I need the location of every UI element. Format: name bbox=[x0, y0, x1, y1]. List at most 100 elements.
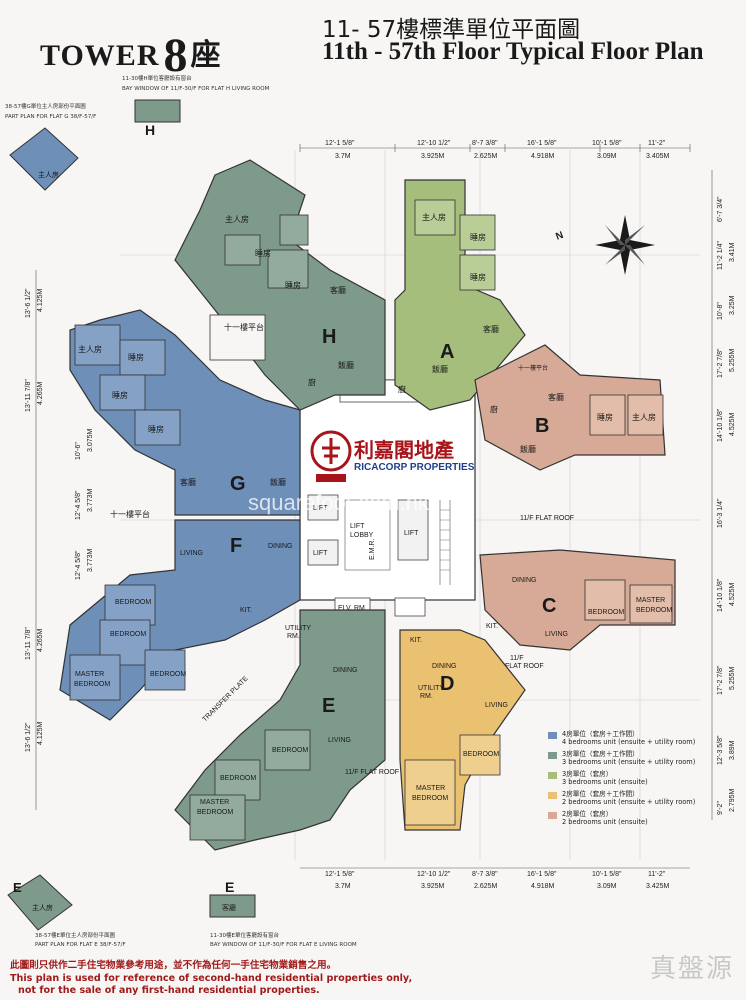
lift-lobby-label-2: LOBBY bbox=[350, 532, 374, 539]
legend-text: 4房單位（套房＋工作間）4 bedrooms unit (ensuite + u… bbox=[562, 730, 695, 746]
flat-c-roof-2: FLAT ROOF bbox=[505, 663, 544, 670]
flat-c-master-1: MASTER bbox=[636, 597, 665, 604]
flat-e-roof: 11/F FLAT ROOF bbox=[345, 769, 399, 776]
legend-swatch bbox=[548, 752, 557, 759]
agency-name-cn: 利嘉閣地產 bbox=[354, 438, 454, 462]
dim-right-2m: 3.41M bbox=[729, 242, 736, 262]
flat-e-bedroom2: BEDROOM bbox=[220, 775, 256, 782]
tower-suffix: 座 bbox=[190, 39, 222, 72]
dim-bottom-3m: 2.625M bbox=[474, 883, 498, 890]
flat-d-bedroom: BEDROOM bbox=[463, 751, 499, 758]
flat-a-kitchen: 廚 bbox=[398, 384, 406, 394]
flat-f-living: LIVING bbox=[180, 550, 203, 557]
flat-e-utility-1: UTILITY bbox=[285, 625, 311, 632]
note-h-bay-en: BAY WINDOW OF 11/F-30/F FOR FLAT H LIVIN… bbox=[122, 86, 270, 92]
dim-right-10m: 2.795M bbox=[729, 788, 736, 812]
note-e-part-en: PART PLAN FOR FLAT E 38/F-57/F bbox=[35, 942, 126, 948]
dim-left-4: 12'-4 5/8" bbox=[75, 490, 82, 520]
dim-left-3m: 3.075M bbox=[87, 428, 94, 452]
dim-left-6: 13'-11 7/8" bbox=[25, 627, 32, 660]
note-e-bay-cn: 11-30樓E單位客廳設有窗台 bbox=[210, 931, 279, 939]
dim-left-7: 13'-6 1/2" bbox=[25, 722, 32, 752]
part-e-letter: E bbox=[13, 880, 22, 895]
dim-left-5m: 3.773M bbox=[87, 548, 94, 572]
central-core bbox=[299, 379, 476, 617]
legend-cn: 3房單位（套房＋工作間） bbox=[562, 750, 639, 758]
flat-f-labels: LIVING F DINING BEDROOM BEDROOM BEDROOM … bbox=[74, 535, 293, 688]
legend-text: 2房單位（套房）2 bedrooms unit (ensuite) bbox=[562, 810, 648, 826]
dim-right-9: 12'-3 5/8" bbox=[717, 735, 724, 765]
flat-b-bed: 睡房 bbox=[597, 412, 613, 422]
elv-room-label: ELV. RM bbox=[338, 605, 365, 612]
legend-en: 2 bedrooms unit (ensuite + utility room) bbox=[562, 798, 696, 806]
flat-c-labels: DINING C LIVING BEDROOM MASTER BEDROOM K… bbox=[486, 577, 672, 670]
dim-top-2: 12'-10 1/2" bbox=[417, 140, 451, 147]
lift-lobby-label-1: LIFT bbox=[350, 523, 365, 530]
dim-left-2m: 4.265M bbox=[37, 381, 44, 405]
dim-left-2: 13'-11 7/8" bbox=[25, 379, 32, 412]
dim-left-5: 12'-4 5/8" bbox=[75, 550, 82, 580]
dim-bottom-6m: 3.425M bbox=[646, 883, 670, 890]
right-dimensions: 6'-7 3/4" 11'-2 1/4" 3.41M 10'-8" 3.25M … bbox=[717, 196, 736, 815]
flat-h-terrace: 十一樓平台 bbox=[224, 322, 264, 332]
flat-g-terrace: 十一樓平台 bbox=[110, 509, 150, 519]
top-dimension-line bbox=[35, 144, 713, 869]
dim-right-5: 14'-10 1/8" bbox=[717, 408, 724, 442]
flat-f-kit: KIT. bbox=[240, 607, 252, 614]
dim-right-6: 16'-3 1/4" bbox=[717, 498, 724, 528]
flat-d-living: LIVING bbox=[485, 702, 508, 709]
flat-d-letter: D bbox=[440, 673, 454, 695]
flat-d-master-1: MASTER bbox=[416, 785, 445, 792]
flat-f-master-2: BEDROOM bbox=[74, 681, 110, 688]
dim-bottom-1: 12'-1 5/8" bbox=[325, 871, 355, 878]
flat-h-bed2: 睡房 bbox=[285, 280, 301, 290]
dim-bottom-4: 16'-1 5/8" bbox=[527, 871, 557, 878]
part-g-master: 主人房 bbox=[38, 170, 59, 179]
flat-c-dining: DINING bbox=[512, 577, 537, 584]
flat-a-dining: 飯廳 bbox=[432, 364, 448, 374]
flat-g-master: 主人房 bbox=[78, 344, 102, 354]
flat-b-kitchen: 廚 bbox=[490, 404, 498, 414]
agency-logo: 利嘉閣地產 RICACORP PROPERTIES bbox=[306, 428, 476, 490]
dim-left-7m: 4.125M bbox=[37, 721, 44, 745]
legend-text: 3房單位（套房＋工作間）3 bedrooms unit (ensuite + u… bbox=[562, 750, 695, 766]
dim-right-10: 9'-2" bbox=[717, 801, 724, 815]
flat-c-kit: KIT. bbox=[486, 623, 498, 630]
flat-c-roof-1: 11/F bbox=[510, 655, 524, 662]
legend-swatch bbox=[548, 792, 557, 799]
flat-e bbox=[174, 609, 386, 851]
dim-bottom-6: 11'-2" bbox=[648, 871, 666, 878]
dim-top-3: 8'-7 3/8" bbox=[472, 140, 498, 147]
flat-a-living: 客廳 bbox=[483, 324, 499, 334]
dim-left-4m: 3.773M bbox=[87, 488, 94, 512]
legend: 4房單位（套房＋工作間）4 bedrooms unit (ensuite + u… bbox=[548, 730, 738, 830]
dim-top-2m: 3.925M bbox=[421, 153, 445, 160]
flat-e-letter: E bbox=[322, 695, 335, 717]
dim-top-4m: 4.918M bbox=[531, 153, 555, 160]
dim-right-1: 6'-7 3/4" bbox=[717, 196, 724, 222]
bay-e-living: 客廳 bbox=[222, 903, 236, 912]
dim-top-4: 16'-1 5/8" bbox=[527, 140, 557, 147]
flat-h-letter: H bbox=[322, 326, 336, 348]
note-e-bay-en: BAY WINDOW OF 11/F-30/F FOR FLAT E LIVIN… bbox=[210, 942, 357, 948]
flat-b-living: 客廳 bbox=[548, 392, 564, 402]
flat-a-bed1: 睡房 bbox=[470, 232, 486, 242]
flat-c-bedroom: BEDROOM bbox=[588, 609, 624, 616]
legend-item: 3房單位（套房＋工作間）3 bedrooms unit (ensuite + u… bbox=[548, 750, 738, 766]
dim-bottom-2m: 3.925M bbox=[421, 883, 445, 890]
bay-window-e: 客廳 bbox=[209, 894, 256, 918]
flat-g-bed2: 睡房 bbox=[112, 390, 128, 400]
dim-bottom-5m: 3.09M bbox=[597, 883, 617, 890]
part-plan-g: 主人房 bbox=[9, 127, 79, 191]
note-e-part-cn: 38-57樓E單位主人房部份平面圖 bbox=[35, 931, 115, 939]
dim-bottom-3: 8'-7 3/8" bbox=[472, 871, 498, 878]
dim-top-3m: 2.625M bbox=[474, 153, 498, 160]
lift-label-1: LIFT bbox=[313, 505, 328, 512]
legend-cn: 4房單位（套房＋工作間） bbox=[562, 730, 639, 738]
flat-f-dining: DINING bbox=[268, 543, 293, 550]
flat-d-utility-2: RM. bbox=[420, 693, 433, 700]
lift-label-2: LIFT bbox=[313, 550, 328, 557]
north-arrow-icon: N bbox=[554, 215, 655, 275]
agency-name-en: RICACORP PROPERTIES bbox=[354, 462, 475, 473]
